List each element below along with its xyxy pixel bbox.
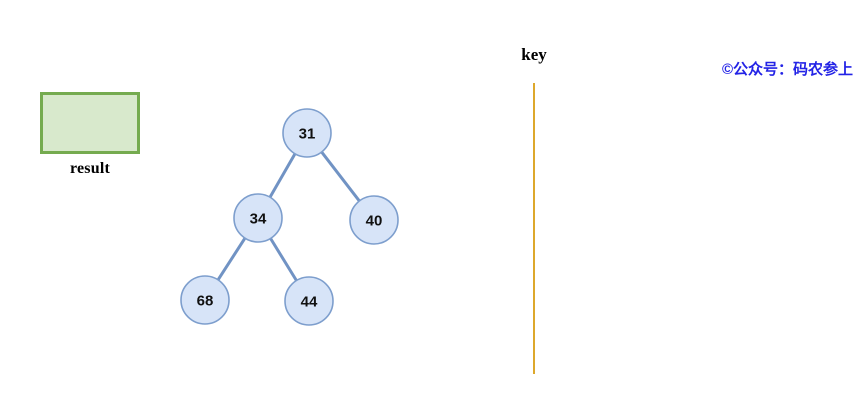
result-box[interactable]: [40, 92, 140, 154]
tree-edge: [215, 234, 248, 284]
tree-node-label: 40: [366, 213, 383, 230]
tree-node-circle[interactable]: [180, 275, 230, 325]
tree-node-label: 68: [197, 293, 214, 310]
key-column-label: key: [521, 45, 547, 64]
key-divider-line: [533, 83, 535, 374]
tree-node[interactable]: 40: [349, 195, 399, 245]
tree-node-label: 44: [301, 294, 318, 311]
tree-edge: [268, 235, 299, 284]
tree-edge-group: [215, 148, 363, 284]
tree-node[interactable]: 34: [233, 193, 283, 243]
tree-node-circle[interactable]: [233, 193, 283, 243]
tree-node-label: 31: [299, 126, 316, 143]
tree-node-label: 34: [250, 211, 267, 228]
tree-node[interactable]: 44: [284, 276, 334, 326]
tree-node-circle[interactable]: [284, 276, 334, 326]
tree-edge: [267, 150, 298, 201]
tree-node-circle[interactable]: [349, 195, 399, 245]
watermark-text: ©公众号：码农参上: [722, 61, 854, 78]
tree-node-circle[interactable]: [282, 108, 332, 158]
tree-node-group: 31 34 40 68 44: [180, 108, 399, 326]
result-box-label: result: [69, 160, 110, 177]
tree-node[interactable]: 31: [282, 108, 332, 158]
tree-node[interactable]: 68: [180, 275, 230, 325]
tree-edge: [318, 148, 363, 205]
